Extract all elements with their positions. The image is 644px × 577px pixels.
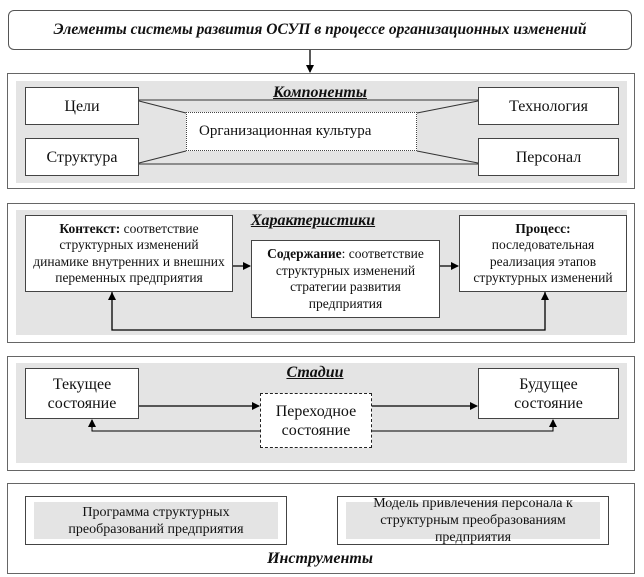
stage-transitional: Переходное состояние bbox=[260, 393, 372, 448]
diagram-title-text: Элементы системы развития ОСУП в процесс… bbox=[53, 21, 587, 38]
tools-heading: Инструменты bbox=[267, 550, 373, 567]
characteristic-context: Контекст: соответствие структурных измен… bbox=[25, 215, 233, 292]
tool-model-frame: Модель привлечения персонала к структурн… bbox=[337, 496, 609, 545]
component-culture: Организационная культура bbox=[186, 112, 417, 151]
tool-model: Модель привлечения персонала к структурн… bbox=[346, 496, 600, 545]
context-label: Контекст: bbox=[59, 220, 121, 236]
tool-program-frame: Программа структурных преобразований пре… bbox=[25, 496, 287, 545]
content-wrap: Содержание: соответствие структурных изм… bbox=[260, 246, 431, 312]
process-label: Процесс: bbox=[515, 220, 571, 236]
component-culture-text: Организационная культура bbox=[199, 123, 372, 139]
tool-program: Программа структурных преобразований пре… bbox=[34, 502, 278, 539]
stage-future: Будущее состояние bbox=[478, 368, 619, 419]
process-wrap: Процесс: последовательная реализация эта… bbox=[468, 221, 618, 287]
context-text: соответствие структурных изменений динам… bbox=[33, 220, 225, 286]
component-structure: Структура bbox=[25, 138, 139, 176]
stages-heading: Стадии bbox=[286, 364, 344, 381]
context-wrap: Контекст: соответствие структурных измен… bbox=[32, 221, 226, 287]
characteristic-content: Содержание: соответствие структурных изм… bbox=[251, 240, 440, 318]
stage-current: Текущее состояние bbox=[25, 368, 139, 419]
component-personnel: Персонал bbox=[478, 138, 619, 176]
process-text: последовательная реализация этапов струк… bbox=[473, 237, 613, 285]
component-technology: Технология bbox=[478, 87, 619, 125]
content-label: Содержание bbox=[267, 246, 342, 261]
characteristics-heading: Характеристики bbox=[250, 212, 376, 229]
characteristic-process: Процесс: последовательная реализация эта… bbox=[459, 215, 627, 292]
components-heading: Компоненты bbox=[273, 84, 367, 101]
component-goals: Цели bbox=[25, 87, 139, 125]
diagram-title: Элементы системы развития ОСУП в процесс… bbox=[8, 10, 632, 50]
